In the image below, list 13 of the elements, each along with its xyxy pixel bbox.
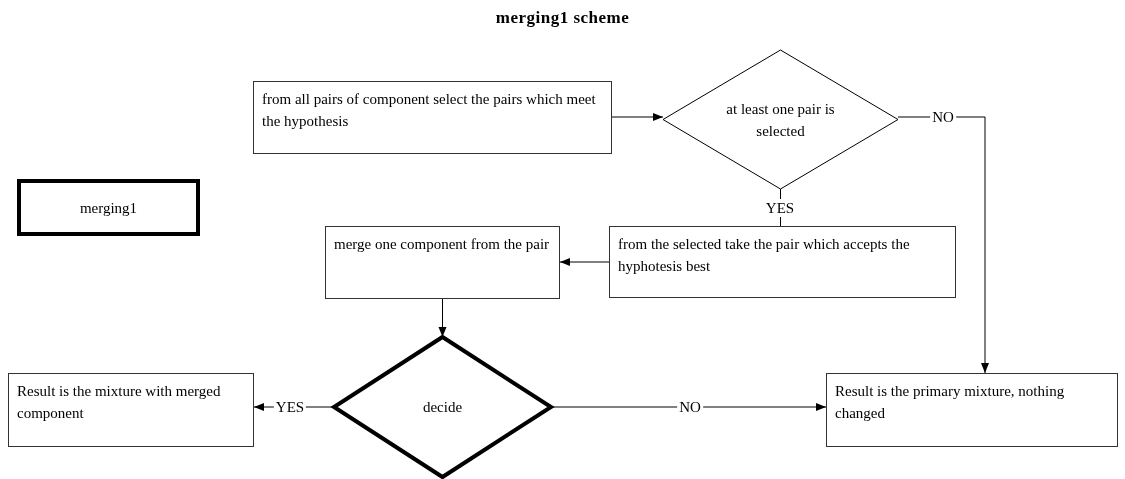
process-box: from the selected take the pair which accepts the hyphotesis best: [609, 226, 956, 298]
edge-label: YES: [763, 199, 797, 217]
process-box: from all pairs of component select the pairs which meet the hypothesis: [253, 81, 612, 154]
process-box: merge one component from the pair: [325, 226, 560, 299]
process-box: Result is the primary mixture, nothing changed: [826, 373, 1118, 447]
arrow: [897, 116, 989, 374]
module-box: merging1: [17, 179, 200, 236]
arrow: [559, 258, 610, 266]
diagram-title: merging1 scheme: [494, 8, 631, 28]
decision-diamond: at least one pair is selected: [663, 50, 898, 189]
process-box: Result is the mixture with merged component: [8, 373, 254, 447]
arrow: [611, 113, 664, 121]
arrow: [438, 298, 447, 338]
